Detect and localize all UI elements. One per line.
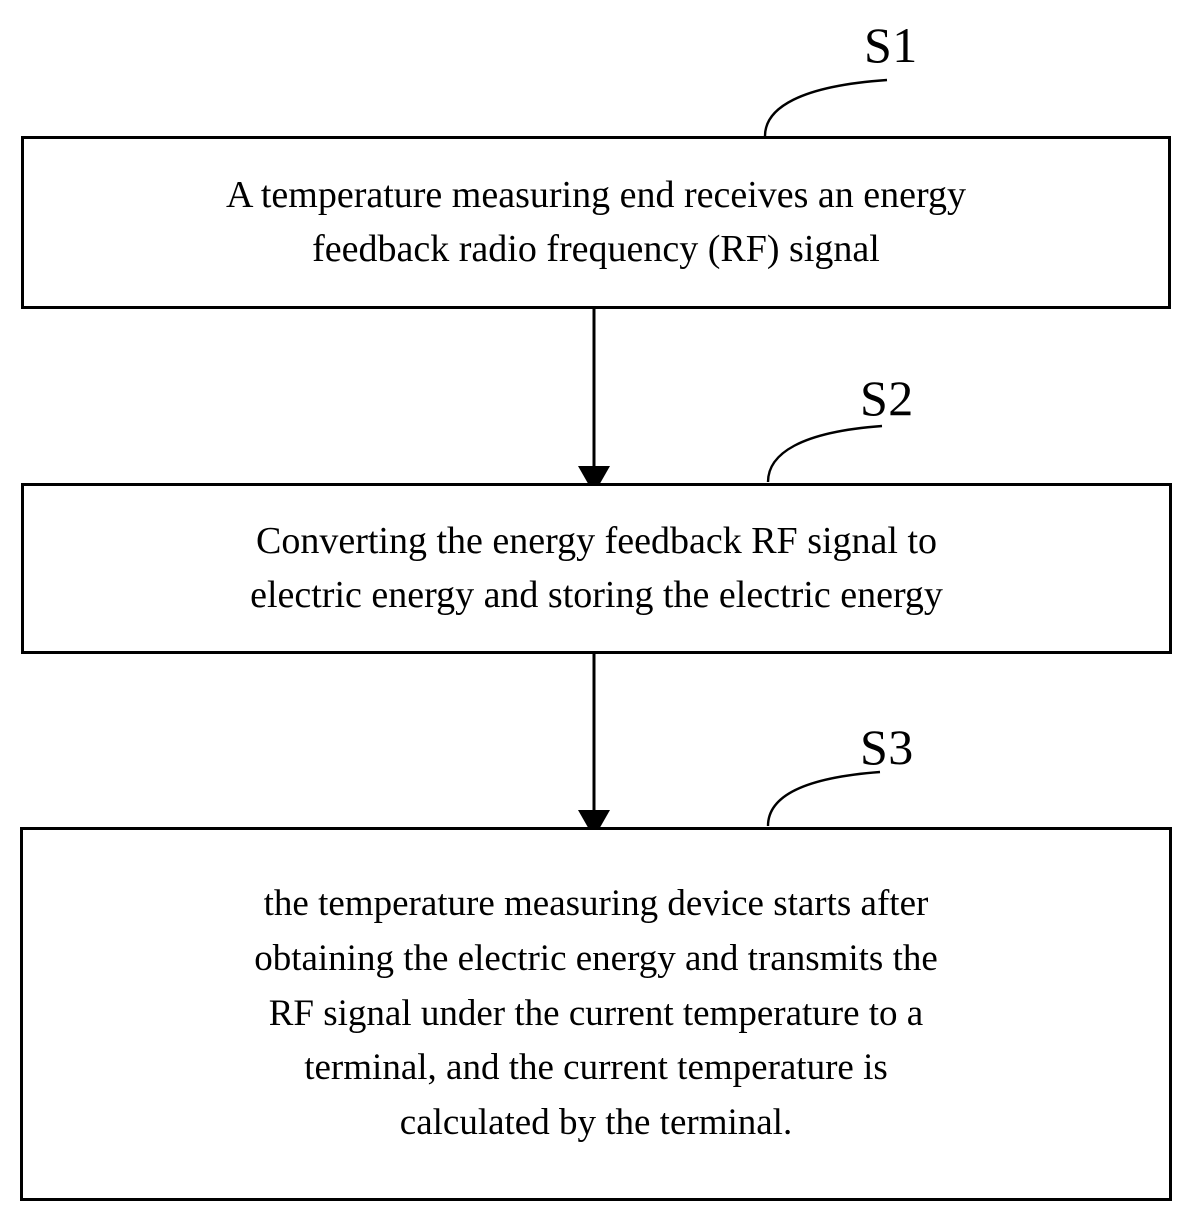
- process-box-s1: A temperature measuring end receives an …: [21, 136, 1171, 309]
- process-box-s3-line-2: obtaining the electric energy and transm…: [254, 937, 938, 979]
- step-label-s3: S3: [860, 719, 914, 775]
- process-box-s3: the temperature measuring device starts …: [20, 827, 1172, 1201]
- process-box-s2: Converting the energy feedback RF signal…: [21, 483, 1172, 654]
- connector-s2-s3: [578, 654, 610, 838]
- leader-line-s2: [766, 424, 883, 483]
- process-box-s3-line-1: the temperature measuring device starts …: [263, 883, 929, 925]
- step-label-s2: S2: [860, 370, 914, 426]
- process-box-s1-line-1: A temperature measuring end receives an …: [226, 173, 966, 216]
- step-label-s1: S1: [864, 17, 918, 73]
- process-box-s3-line-3: RF signal under the current temperature …: [268, 992, 924, 1034]
- process-box-s1-line-2: feedback radio frequency (RF) signal: [312, 227, 880, 270]
- leader-line-s1: [763, 78, 888, 137]
- connector-s1-s2: [578, 309, 610, 494]
- process-box-s2-line-2: electric energy and storing the electric…: [250, 573, 943, 616]
- process-box-s3-line-4: terminal, and the current temperature is: [304, 1047, 888, 1089]
- process-box-s2-line-1: Converting the energy feedback RF signal…: [255, 519, 938, 562]
- leader-line-s3: [766, 770, 881, 827]
- process-box-s3-line-5: calculated by the terminal.: [399, 1102, 793, 1144]
